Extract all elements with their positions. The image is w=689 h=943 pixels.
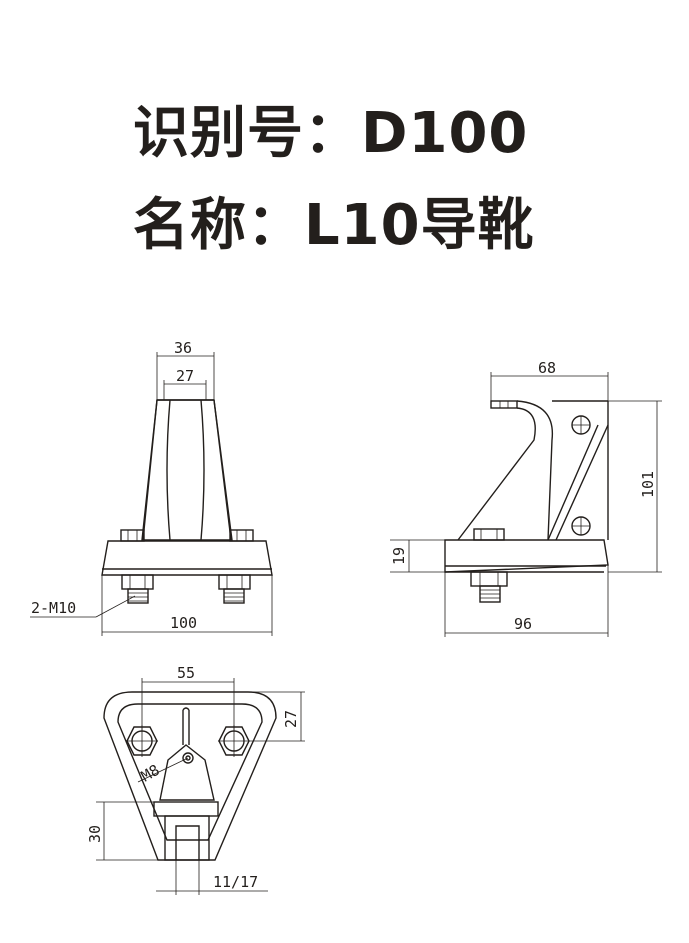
- dim-side-base-height: 19: [390, 547, 408, 565]
- dim-bottom-slot-width: 11/17: [213, 873, 258, 891]
- bottom-view: 55 27 M8 30 11/17: [86, 664, 305, 895]
- dim-front-outer-width: 36: [174, 339, 192, 357]
- dim-bottom-hole-offset: 27: [282, 710, 300, 728]
- part-name: 名称：L10导靴: [133, 193, 535, 258]
- dim-side-height: 101: [639, 471, 657, 498]
- dim-front-bolts: 2-M10: [31, 599, 76, 617]
- dim-bottom-center-hole: M8: [138, 761, 163, 786]
- dim-front-inner-width: 27: [176, 367, 194, 385]
- dim-bottom-slot-depth: 30: [86, 825, 104, 843]
- dim-front-base-width: 100: [170, 614, 197, 632]
- dim-side-base-length: 96: [514, 615, 532, 633]
- side-view: 68 101 19 96: [390, 359, 662, 637]
- dim-bottom-hole-spacing: 55: [177, 664, 195, 682]
- dim-side-top-length: 68: [538, 359, 556, 377]
- front-view: 36 27 2-M10 100: [30, 339, 273, 636]
- identification-number: 识别号：D100: [133, 101, 529, 166]
